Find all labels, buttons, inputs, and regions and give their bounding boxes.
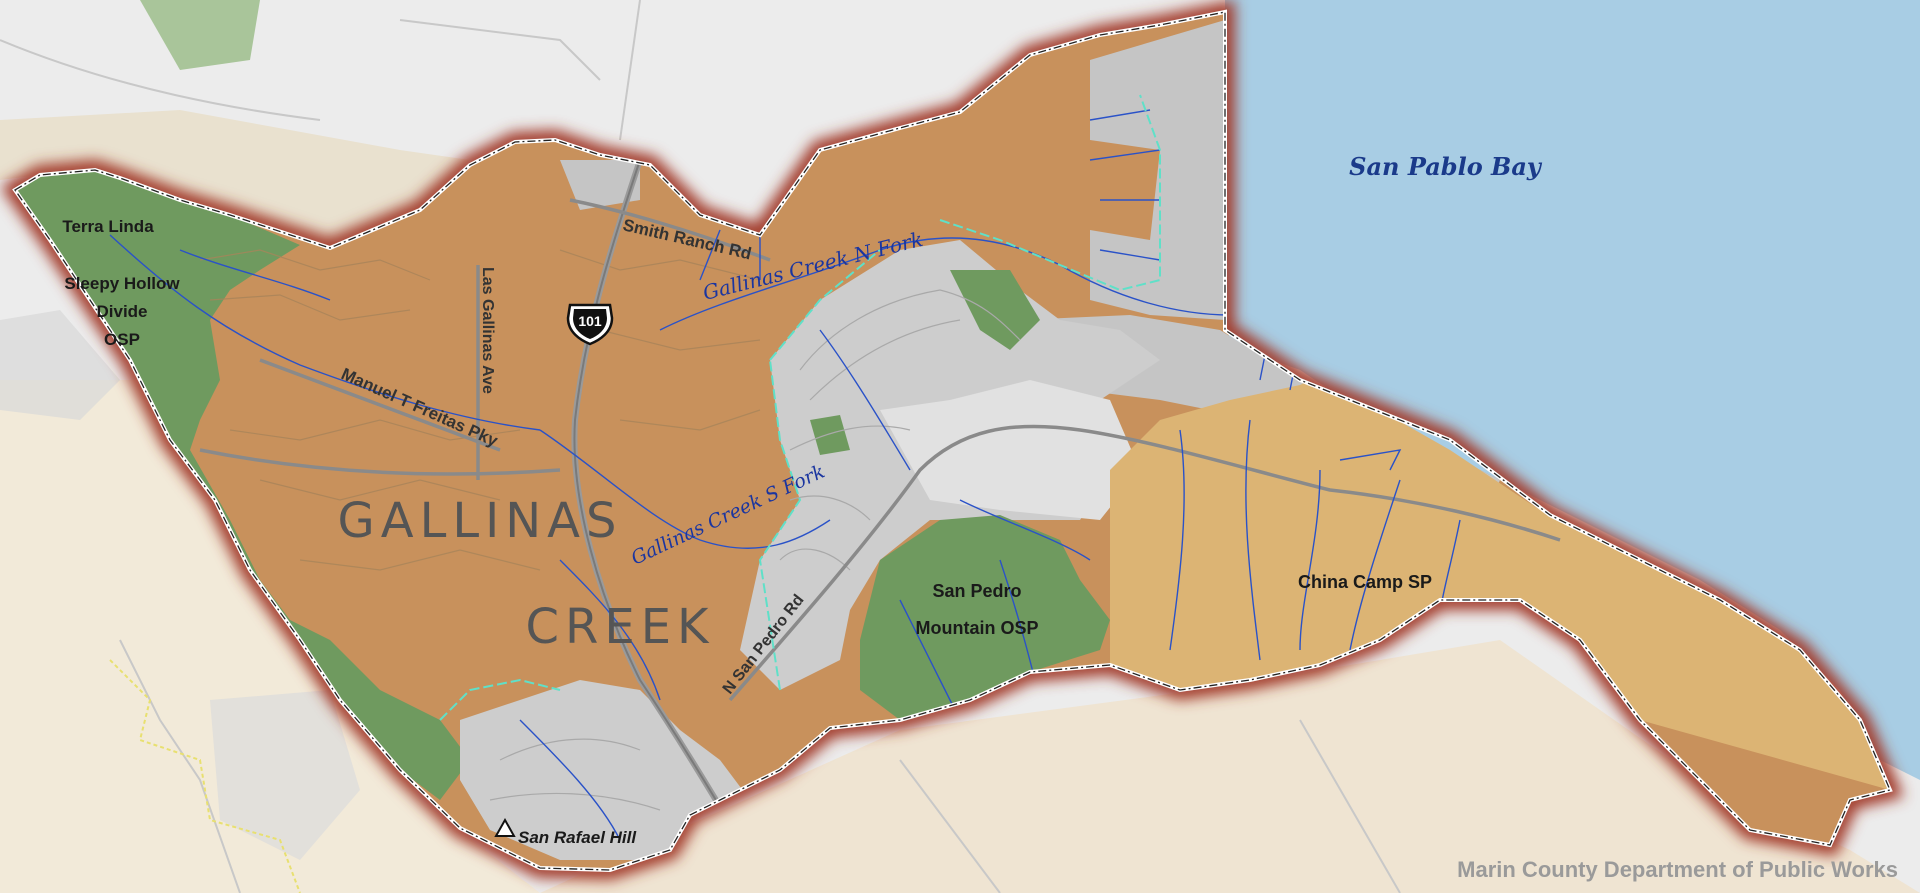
san-rafael-hill-urban bbox=[460, 680, 750, 860]
highway-101-shield-icon: 101 bbox=[566, 303, 614, 346]
highway-shield-number: 101 bbox=[578, 313, 602, 329]
sleepy-hollow-label-2: Divide bbox=[96, 302, 147, 321]
terra-linda-label: Terra Linda bbox=[62, 217, 154, 236]
marsh-area bbox=[1090, 20, 1225, 320]
san-pedro-label-2: Mountain OSP bbox=[916, 618, 1039, 638]
hillshade-central bbox=[880, 380, 1140, 520]
china-camp-area bbox=[1110, 370, 1890, 790]
san-pedro-label-1: San Pedro bbox=[932, 581, 1021, 601]
outside-land-southwest bbox=[0, 380, 540, 893]
outside-land-north bbox=[0, 110, 470, 248]
gallinas-label: GALLINAS bbox=[338, 493, 623, 549]
creeks bbox=[109, 109, 1461, 841]
outside-land-south bbox=[540, 640, 1920, 893]
green-patch-venetia bbox=[950, 270, 1040, 350]
northgate-urban bbox=[560, 160, 640, 210]
las-gallinas-ave-label: Las Gallinas Ave bbox=[479, 267, 496, 394]
credit-line: Marin County Department of Public Works bbox=[1457, 857, 1898, 882]
local-streets bbox=[199, 249, 761, 571]
outside-hillshade-2 bbox=[210, 690, 360, 860]
china-camp-label: China Camp SP bbox=[1298, 572, 1432, 592]
creek-label: CREEK bbox=[526, 599, 715, 655]
watershed-boundary-dash bbox=[14, 11, 1891, 871]
san-rafael-hill-label: San Rafael Hill bbox=[518, 828, 637, 847]
subwatershed-lines bbox=[439, 94, 1161, 721]
outside-roads bbox=[0, 0, 1401, 893]
main-roads bbox=[199, 198, 1561, 702]
green-patch-small bbox=[810, 415, 850, 455]
peak-triangle-icon bbox=[494, 817, 516, 837]
outside-green-patch bbox=[140, 0, 260, 70]
sleepy-hollow-osp-area bbox=[15, 170, 470, 800]
san-pablo-bay bbox=[1220, 0, 1920, 780]
sleepy-hollow-label-1: Sleepy Hollow bbox=[64, 274, 180, 293]
san-pedro-osp-area bbox=[860, 515, 1110, 720]
san-pablo-bay-label: San Pablo Bay bbox=[1349, 152, 1543, 181]
city-limit-line bbox=[109, 659, 301, 893]
sleepy-hollow-label-3: OSP bbox=[104, 330, 140, 349]
outside-hillshade bbox=[0, 310, 120, 420]
